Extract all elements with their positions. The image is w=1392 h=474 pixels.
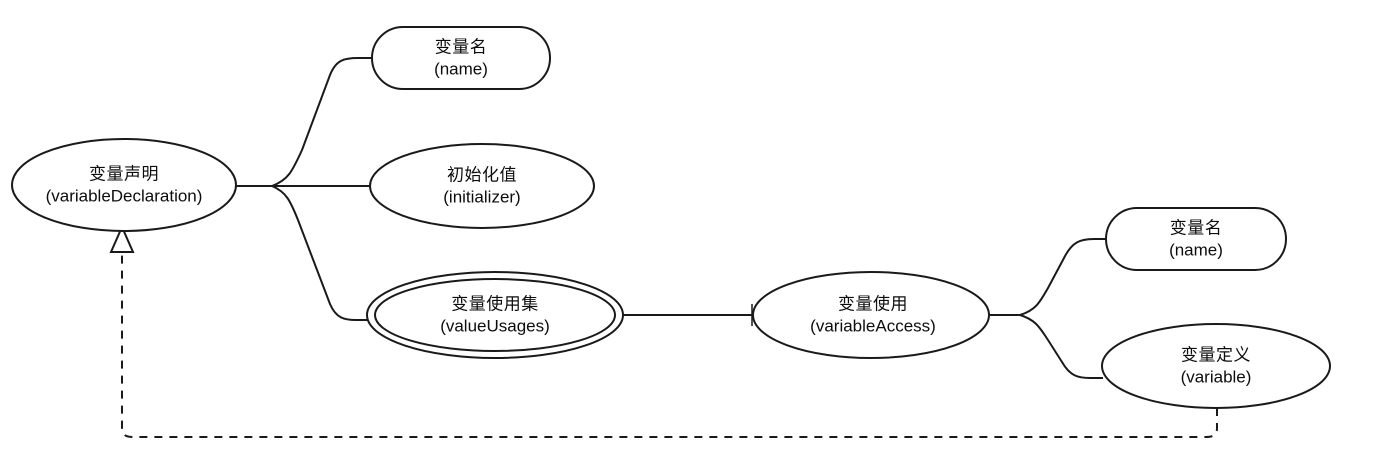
node-variable[interactable] [1101, 323, 1331, 409]
node-variable-access[interactable] [752, 271, 990, 359]
node-name-right[interactable] [1105, 207, 1287, 271]
node-variable-declaration[interactable] [11, 138, 237, 232]
generalization-triangle-icon [109, 224, 135, 253]
edge-variable-to-declaration-dashed [121, 252, 1218, 438]
edge-variableaccess-to-name [1019, 238, 1108, 316]
edge-variableaccess-to-variable [1019, 314, 1103, 379]
node-initializer[interactable] [369, 143, 595, 229]
node-value-usages-outer[interactable] [366, 271, 624, 359]
edge-declaration-to-name [271, 57, 372, 187]
edge-declaration-to-valueusages [271, 185, 368, 321]
node-value-usages-inner [374, 278, 616, 352]
node-name-left[interactable] [371, 26, 551, 90]
